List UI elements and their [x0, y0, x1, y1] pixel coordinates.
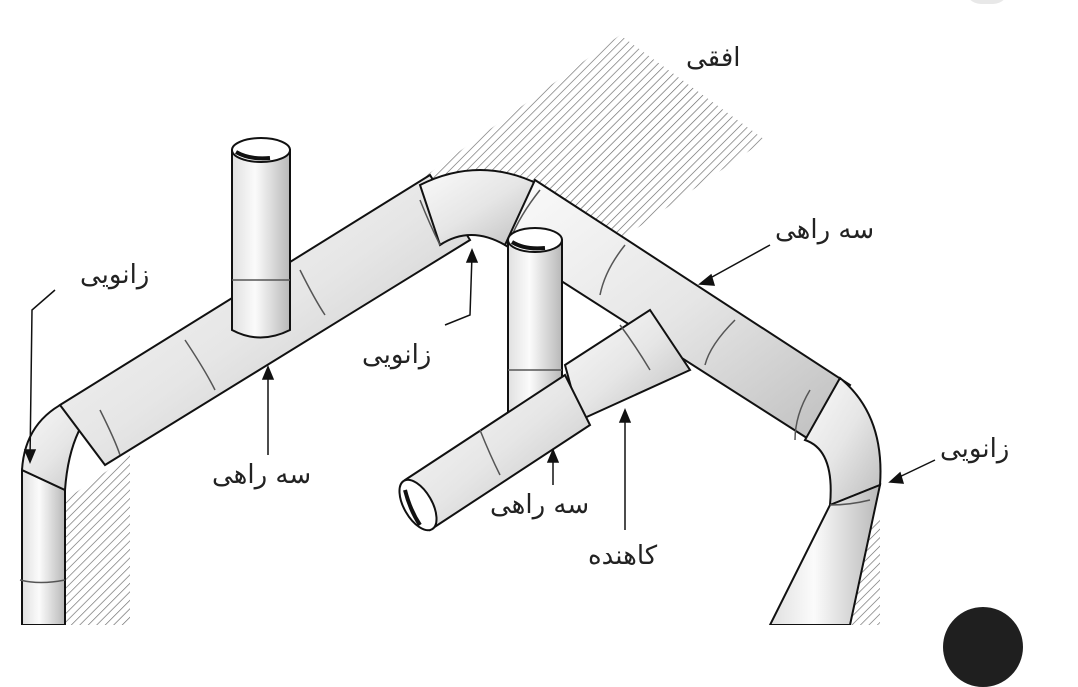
label-tee-middle-bottom: سه راهی	[490, 490, 590, 520]
label-elbow-left: زانویی	[80, 260, 150, 290]
label-elbow-middle: زانویی	[362, 340, 432, 370]
leader-lines	[23, 244, 936, 530]
pipe-illustration	[19, 35, 936, 625]
branch-pipe-opening	[398, 478, 438, 532]
pipe-seams	[19, 189, 871, 584]
pipe-fittings-diagram: افقی زانویی زانویی زانویی سه راهی سه راه…	[19, 0, 1023, 687]
wall-left	[65, 455, 130, 625]
pipe-right-vertical	[768, 483, 882, 625]
label-reducer: کاهنده	[588, 541, 658, 571]
label-tee-right: سه راهی	[775, 215, 875, 245]
label-tee-left-bottom: سه راهی	[212, 460, 312, 490]
pipe-left-vertical	[21, 468, 66, 625]
top-overlay-tab[interactable]	[965, 0, 1009, 4]
riser-left	[231, 149, 291, 339]
label-horizontal: افقی	[686, 43, 741, 73]
label-elbow-right: زانویی	[940, 434, 1010, 464]
overlay-button[interactable]	[943, 607, 1023, 687]
